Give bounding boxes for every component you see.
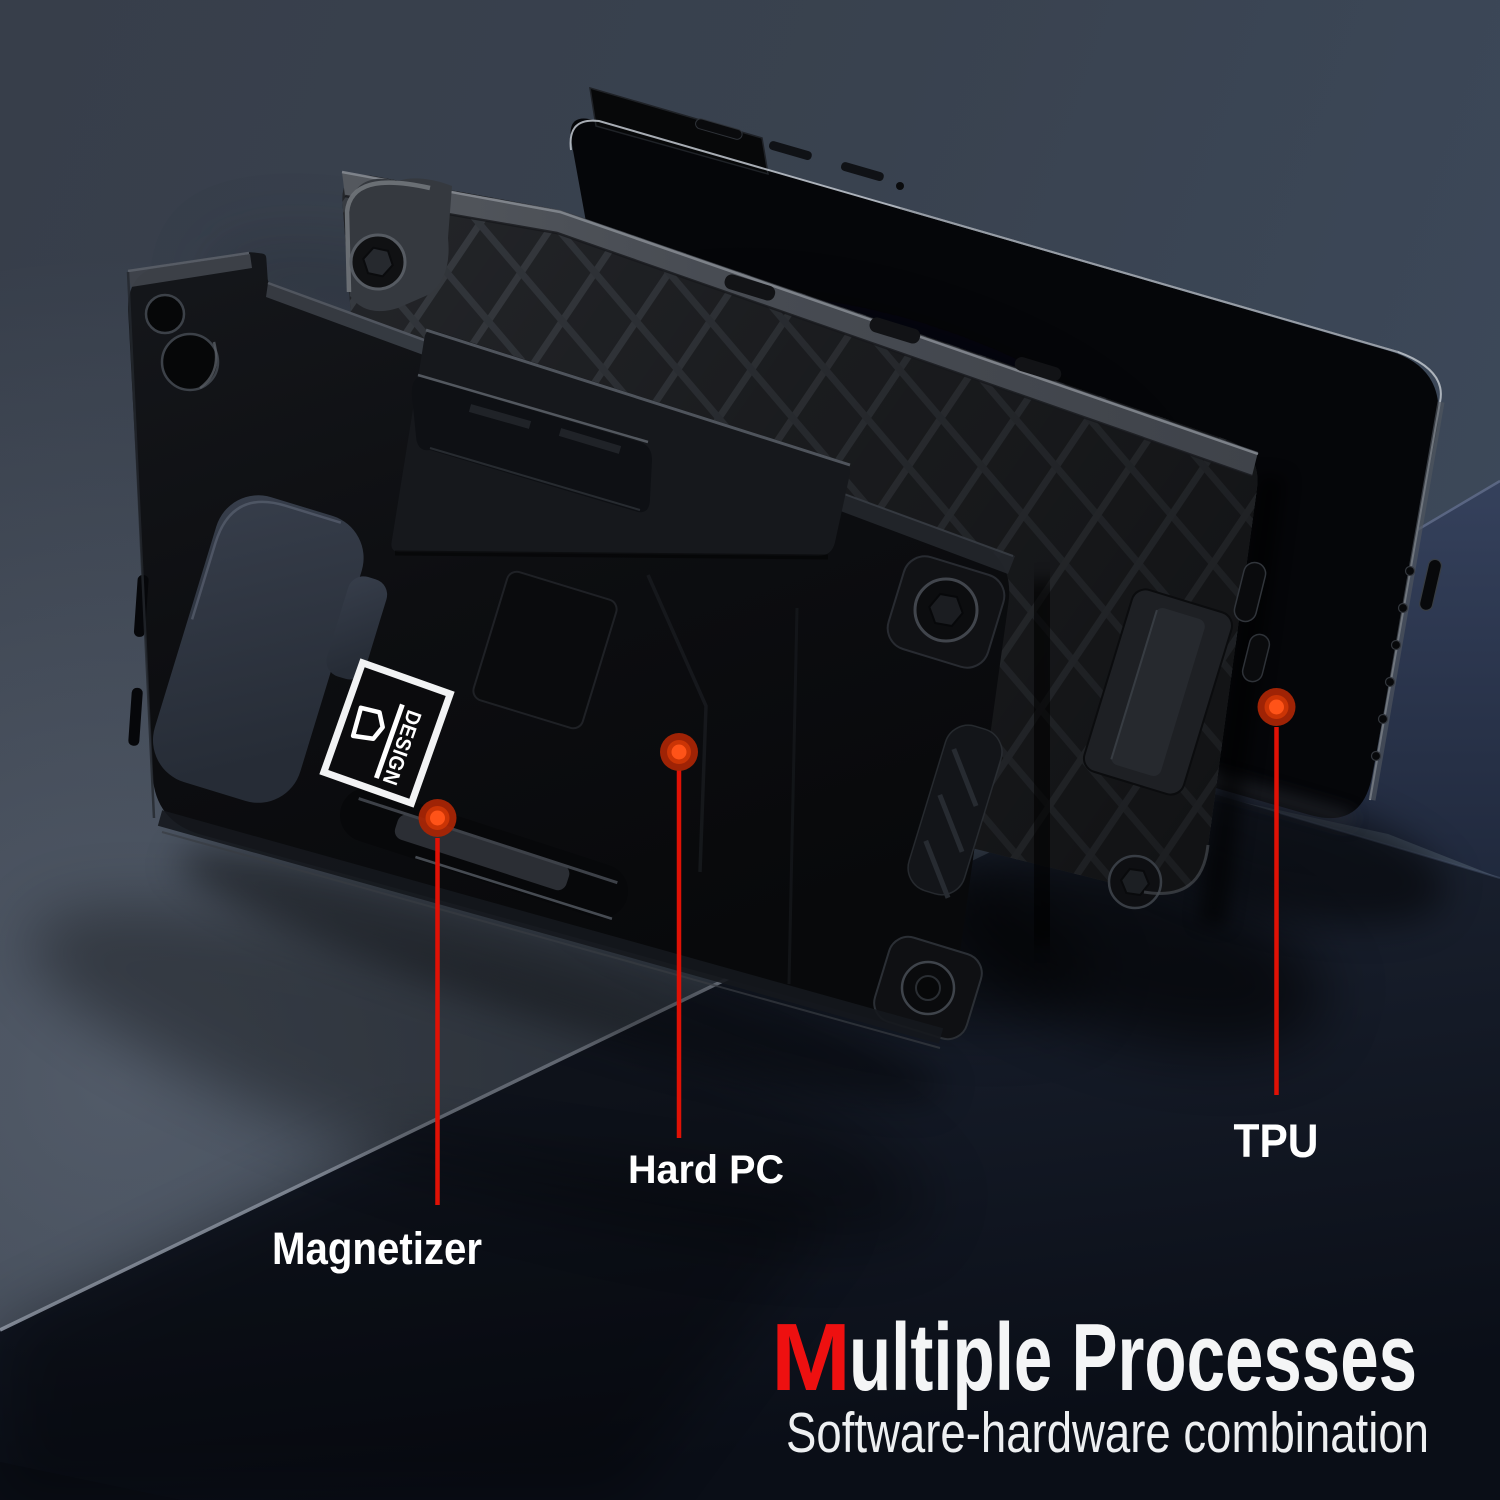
svg-text:Hard PC: Hard PC [628,1148,784,1192]
svg-text:ultiple Processes: ultiple Processes [849,1304,1417,1411]
svg-text:Magnetizer: Magnetizer [272,1223,482,1274]
svg-text:M: M [771,1304,851,1411]
svg-text:TPU: TPU [1234,1114,1319,1167]
svg-text:Software-hardware combination: Software-hardware combination [786,1401,1429,1465]
